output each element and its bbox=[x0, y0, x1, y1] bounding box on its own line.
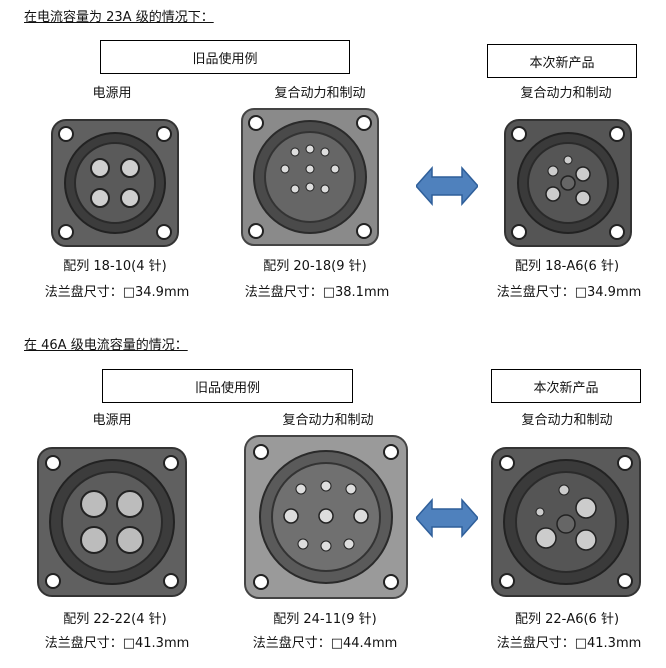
section-2-item-2-flange: 法兰盘尺寸：□44.4mm bbox=[252, 636, 398, 651]
section-1-item-1-flange: 法兰盘尺寸：□34.9mm bbox=[44, 285, 190, 300]
section-2-item-3-flange: 法兰盘尺寸：□41.3mm bbox=[496, 636, 642, 651]
section-2-item-1-flange: 法兰盘尺寸：□41.3mm bbox=[44, 636, 190, 651]
section-2-item-2-series: 配列 24-11(9 针) bbox=[273, 612, 377, 627]
section-1-item-3-type: 复合动力和制动 bbox=[520, 86, 612, 101]
connector-22-22-image bbox=[37, 447, 187, 597]
section-2-heading: 在 46A 级电流容量的情况： bbox=[24, 338, 188, 353]
section-2-item-1-type: 电源用 bbox=[92, 413, 132, 428]
section-1-item-2-flange: 法兰盘尺寸：□38.1mm bbox=[244, 285, 390, 300]
section-1-heading: 在电流容量为 23A 级的情况下： bbox=[24, 10, 214, 25]
connector-24-11-image bbox=[244, 435, 408, 599]
section-1-item-3-series: 配列 18-A6(6 针) bbox=[514, 259, 620, 274]
section-1-item-1-series: 配列 18-10(4 针) bbox=[63, 259, 167, 274]
connector-18-A6-image bbox=[504, 119, 632, 247]
section-2-legacy-box: 旧品使用例 bbox=[102, 369, 353, 403]
section-2-item-3-type: 复合动力和制动 bbox=[521, 413, 613, 428]
connector-18-10-image bbox=[51, 119, 179, 247]
section-1-item-3-flange: 法兰盘尺寸：□34.9mm bbox=[496, 285, 642, 300]
double-arrow-icon bbox=[416, 498, 478, 538]
section-1-legacy-box: 旧品使用例 bbox=[100, 40, 350, 74]
section-2-item-3-series: 配列 22-A6(6 针) bbox=[514, 612, 620, 627]
section-1-item-2-type: 复合动力和制动 bbox=[274, 86, 366, 101]
section-1-item-2-series: 配列 20-18(9 针) bbox=[263, 259, 367, 274]
section-1-new-box: 本次新产品 bbox=[487, 44, 637, 78]
section-2-new-box: 本次新产品 bbox=[491, 369, 641, 403]
section-2-item-1-series: 配列 22-22(4 针) bbox=[63, 612, 167, 627]
section-2-item-2-type: 复合动力和制动 bbox=[282, 413, 374, 428]
section-1-item-1-type: 电源用 bbox=[92, 86, 132, 101]
double-arrow-icon bbox=[416, 166, 478, 206]
connector-22-A6-image bbox=[491, 447, 641, 597]
connector-20-18-image bbox=[241, 108, 379, 246]
